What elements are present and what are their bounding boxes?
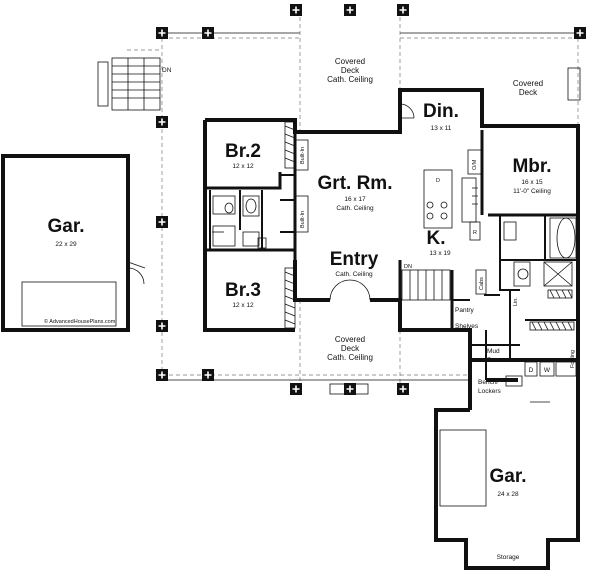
column-post-cross bbox=[346, 6, 354, 14]
kitchen-dim: 13 x 19 bbox=[429, 250, 451, 257]
mbr-note: 11'-0" Ceiling bbox=[513, 188, 551, 195]
storage-label: Storage bbox=[497, 554, 520, 561]
grt-rm-name: Grt. Rm. bbox=[318, 173, 393, 194]
din-dim: 13 x 11 bbox=[431, 125, 452, 132]
column-post-cross bbox=[292, 385, 300, 393]
stair-kitchen: DN bbox=[401, 264, 451, 301]
bath-fixtures bbox=[212, 195, 577, 287]
garage-right-dim: 24 x 28 bbox=[497, 491, 519, 498]
column-post-cross bbox=[158, 322, 166, 330]
garage-left-name: Gar. bbox=[48, 216, 85, 237]
covered-deck-bottom-1: Covered bbox=[335, 335, 365, 344]
covered-deck-top-1: Covered bbox=[335, 57, 365, 66]
covered-deck-right-1: Covered bbox=[513, 79, 543, 88]
column-post-cross bbox=[399, 6, 407, 14]
covered-deck-bottom-2: Deck bbox=[341, 344, 360, 353]
d-island-label: D bbox=[436, 178, 440, 184]
din-name: Din. bbox=[423, 101, 459, 122]
bench-2: Lockers bbox=[478, 388, 502, 395]
column-post-cross bbox=[576, 29, 584, 37]
br3-name: Br.3 bbox=[225, 280, 261, 301]
column-posts bbox=[156, 4, 586, 395]
br3-dim: 12 x 12 bbox=[232, 302, 254, 309]
br2-name: Br.2 bbox=[225, 141, 261, 162]
column-post-cross bbox=[204, 29, 212, 37]
mud-room-2: Room bbox=[487, 357, 504, 364]
lin-label: Lin. bbox=[513, 297, 519, 306]
bench-1: Bench/ bbox=[478, 379, 498, 386]
covered-deck-bottom-3: Cath. Ceiling bbox=[327, 353, 373, 362]
copyright-text: © AdvancedHousePlans.com bbox=[44, 318, 116, 325]
covered-deck-top-2: Deck bbox=[341, 66, 360, 75]
entry-name: Entry bbox=[330, 249, 379, 270]
column-post-cross bbox=[158, 371, 166, 379]
kitchen-elements: O/M R D Cabs bbox=[423, 149, 487, 295]
column-post-cross bbox=[346, 385, 354, 393]
column-post-cross bbox=[204, 371, 212, 379]
covered-deck-right-2: Deck bbox=[519, 88, 538, 97]
dn-kitchen-label: DN bbox=[404, 264, 412, 270]
mbr-dim: 16 x 15 bbox=[521, 179, 543, 186]
entry-note: Cath. Ceiling bbox=[335, 271, 373, 278]
br2-dim: 12 x 12 bbox=[232, 163, 254, 170]
grt-rm-dim: 16 x 17 bbox=[344, 196, 366, 203]
garage-right-name: Gar. bbox=[490, 466, 527, 487]
column-post-cross bbox=[158, 118, 166, 126]
deck-outlines bbox=[127, 10, 579, 385]
om-label: O/M bbox=[472, 159, 478, 170]
closets bbox=[284, 121, 575, 331]
column-post-cross bbox=[158, 29, 166, 37]
shelves-label: Shelves bbox=[455, 323, 479, 330]
garage-left: Gar. 22 x 29 © AdvancedHousePlans.com bbox=[1, 154, 146, 332]
built-in-2: Built-In bbox=[300, 211, 306, 228]
pantry-label: Pantry bbox=[455, 307, 475, 314]
room-labels: Covered Deck Cath. Ceiling Covered Deck … bbox=[225, 57, 576, 561]
r-label: R bbox=[473, 230, 477, 236]
covered-deck-top-3: Cath. Ceiling bbox=[327, 75, 373, 84]
built-in-1: Built-In bbox=[300, 147, 306, 164]
grt-rm-note: Cath. Ceiling bbox=[336, 205, 374, 212]
column-post-cross bbox=[158, 218, 166, 226]
mud-room-1: Mud bbox=[487, 348, 500, 355]
dryer-label: D bbox=[529, 367, 534, 374]
garage-left-dim: 22 x 29 bbox=[55, 241, 77, 248]
interior-walls bbox=[205, 130, 578, 380]
column-post-cross bbox=[399, 385, 407, 393]
dn-left-label: DN bbox=[162, 67, 172, 74]
stair-top-left: DN bbox=[97, 57, 172, 111]
folding-label: Folding bbox=[570, 350, 576, 368]
kitchen-name: K. bbox=[427, 228, 446, 249]
mbr-name: Mbr. bbox=[512, 156, 551, 177]
cabs-label: Cabs bbox=[479, 277, 485, 290]
column-post-cross bbox=[292, 6, 300, 14]
washer-label: W bbox=[544, 367, 551, 374]
